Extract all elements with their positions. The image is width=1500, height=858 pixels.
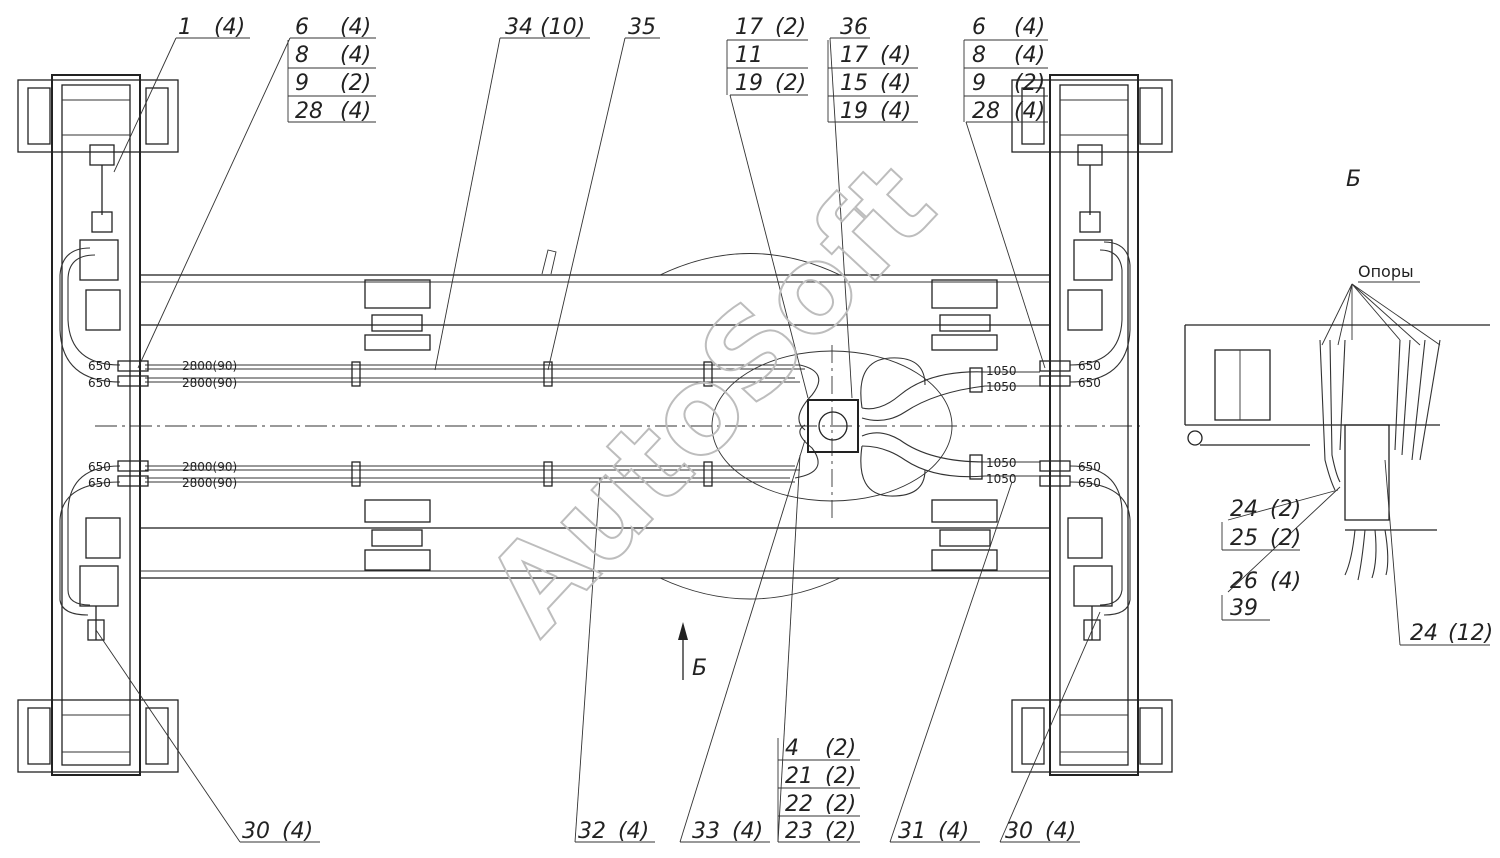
- dim-650-r3: 650: [1078, 460, 1101, 474]
- leader-lines: [95, 37, 1490, 843]
- callout-11: 11: [735, 43, 763, 68]
- dim-1050-1: 1050: [986, 364, 1017, 378]
- callout-6-right-qty: (4): [1014, 15, 1045, 40]
- callout-33-qty: (4): [732, 819, 763, 844]
- callout-30-left: 30: [242, 819, 270, 844]
- callout-36: 36: [840, 15, 868, 40]
- right-side-frame: [1011, 74, 1173, 776]
- callout-15: 15: [840, 71, 868, 96]
- callout-21: 21: [785, 764, 813, 789]
- callout-32-qty: (4): [618, 819, 649, 844]
- callout-22: 22: [785, 792, 813, 817]
- callout-35: 35: [628, 15, 656, 40]
- callout-8-left-qty: (4): [340, 43, 371, 68]
- dim-650-4: 650: [88, 476, 111, 490]
- callout-6-left-qty: (4): [340, 15, 371, 40]
- callout-8-right: 8: [972, 43, 986, 68]
- callout-19-right: 19: [840, 99, 868, 124]
- callout-17-mid: 17: [735, 15, 763, 40]
- callout-24-detail: 24: [1230, 497, 1258, 522]
- callout-24-many: 24: [1410, 621, 1438, 646]
- callout-26: 26: [1230, 569, 1258, 594]
- left-side-frame: [17, 74, 179, 776]
- callout-6-right: 6: [972, 15, 986, 40]
- callout-31-qty: (4): [938, 819, 969, 844]
- dim-1050-2: 1050: [986, 380, 1017, 394]
- hydraulic-lines: [59, 241, 1131, 616]
- callout-28-right: 28: [972, 99, 1000, 124]
- dim-2800-1: 2800(90): [182, 359, 237, 373]
- dim-2800-3: 2800(90): [182, 460, 237, 474]
- dim-650-r2: 650: [1078, 376, 1101, 390]
- callout-8-left: 8: [295, 43, 309, 68]
- callout-4-qty: (2): [825, 736, 856, 761]
- dim-2800-2: 2800(90): [182, 376, 237, 390]
- callout-9-right: 9: [972, 71, 986, 96]
- callout-4: 4: [785, 736, 799, 761]
- view-b-title: Б: [1346, 167, 1361, 192]
- dimension-labels: 650 650 650 650 2800(90) 2800(90) 2800(9…: [88, 359, 1101, 490]
- callout-28-left-qty: (4): [340, 99, 371, 124]
- callout-17-mid-qty: (2): [775, 15, 806, 40]
- callout-34-qty: (10): [540, 15, 585, 40]
- callout-1: 1: [178, 15, 192, 40]
- callout-32: 32: [578, 819, 606, 844]
- callout-33: 33: [692, 819, 720, 844]
- callout-19-right-qty: (4): [880, 99, 911, 124]
- callout-21-qty: (2): [825, 764, 856, 789]
- callout-31: 31: [898, 819, 926, 844]
- callout-23-qty: (2): [825, 819, 856, 844]
- callout-6-left: 6: [295, 15, 309, 40]
- callout-17-right-qty: (4): [880, 43, 911, 68]
- dim-2800-4: 2800(90): [182, 476, 237, 490]
- dim-650-1: 650: [88, 359, 111, 373]
- callout-28-left: 28: [295, 99, 323, 124]
- callout-23: 23: [785, 819, 813, 844]
- callout-24-many-qty: (12): [1448, 621, 1493, 646]
- callout-34: 34: [505, 15, 533, 40]
- callout-25: 25: [1230, 526, 1258, 551]
- dim-1050-3: 1050: [986, 456, 1017, 470]
- supports-label: Опоры: [1358, 262, 1414, 281]
- dim-650-r1: 650: [1078, 359, 1101, 373]
- callout-30-left-qty: (4): [282, 819, 313, 844]
- callout-9-right-qty: (2): [1014, 71, 1045, 96]
- callout-17-right: 17: [840, 43, 868, 68]
- dim-650-2: 650: [88, 376, 111, 390]
- callout-30-right: 30: [1005, 819, 1033, 844]
- mounting-plates: [364, 279, 998, 571]
- callout-8-right-qty: (4): [1014, 43, 1045, 68]
- callout-1-qty: (4): [214, 15, 245, 40]
- callout-19-mid: 19: [735, 71, 763, 96]
- callout-19-mid-qty: (2): [775, 71, 806, 96]
- callout-9-left-qty: (2): [340, 71, 371, 96]
- dim-1050-4: 1050: [986, 472, 1017, 486]
- view-b-arrow: Б: [678, 622, 707, 681]
- dim-650-r4: 650: [1078, 476, 1101, 490]
- callout-24-detail-qty: (2): [1270, 497, 1301, 522]
- callout-30-right-qty: (4): [1045, 819, 1076, 844]
- callout-26-qty: (4): [1270, 569, 1301, 594]
- callout-25-qty: (2): [1270, 526, 1301, 551]
- view-b-marker: Б: [692, 656, 707, 681]
- callout-39: 39: [1230, 596, 1258, 621]
- dim-650-3: 650: [88, 460, 111, 474]
- callout-28-right-qty: (4): [1014, 99, 1045, 124]
- callout-22-qty: (2): [825, 792, 856, 817]
- watermark: AutoSoft: [460, 136, 961, 659]
- callout-labels: 1 (4) 6 (4) 8 (4) 9 (2) 28 (4) 34 (10) 3…: [178, 15, 1493, 844]
- callout-15-qty: (4): [880, 71, 911, 96]
- callout-9-left: 9: [295, 71, 309, 96]
